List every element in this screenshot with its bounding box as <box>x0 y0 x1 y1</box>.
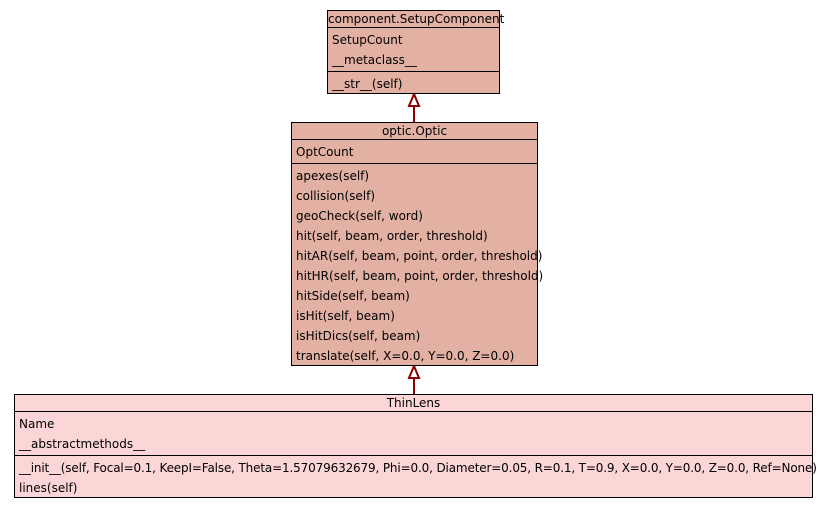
attributes-section: OptCount <box>292 140 537 164</box>
attributes-section: SetupCount __metaclass__ <box>328 28 499 72</box>
method-item: __str__(self) <box>332 77 403 91</box>
method-item: collision(self) <box>296 189 376 203</box>
attribute-item: Name <box>19 417 55 431</box>
method-item: translate(self, X=0.0, Y=0.0, Z=0.0) <box>296 349 515 363</box>
class-name: component.SetupComponent <box>328 12 505 28</box>
method-item: hit(self, beam, order, threshold) <box>296 229 488 243</box>
method-item: hitAR(self, beam, point, order, threshol… <box>296 249 543 263</box>
method-item: geoCheck(self, word) <box>296 209 423 223</box>
method-item: apexes(self) <box>296 169 370 183</box>
methods-section: apexes(self) collision(self) geoCheck(se… <box>292 164 544 367</box>
attributes-section: Name __abstractmethods__ <box>15 412 812 456</box>
method-item: isHitDics(self, beam) <box>296 329 421 343</box>
method-item: hitHR(self, beam, point, order, threshol… <box>296 269 544 283</box>
arrow-thinlens-to-optic <box>407 363 421 394</box>
class-name: ThinLens <box>15 395 812 412</box>
methods-section: __init__(self, Focal=0.1, KeepI=False, T… <box>15 456 817 499</box>
class-name: optic.Optic <box>292 123 537 140</box>
method-item: __init__(self, Focal=0.1, KeepI=False, T… <box>19 461 817 475</box>
attribute-item: OptCount <box>296 145 354 159</box>
attribute-item: SetupCount <box>332 33 403 47</box>
class-box-thinlens[interactable]: ThinLens Name __abstractmethods__ __init… <box>14 394 817 499</box>
class-box-optic[interactable]: optic.Optic OptCount apexes(self) collis… <box>291 122 544 367</box>
arrow-optic-to-setup <box>407 91 421 122</box>
method-item: isHit(self, beam) <box>296 309 395 323</box>
class-box-setupcomponent[interactable]: component.SetupComponent SetupCount __me… <box>327 10 505 95</box>
attribute-item: __abstractmethods__ <box>19 437 146 451</box>
method-item: hitSide(self, beam) <box>296 289 410 303</box>
methods-section: __str__(self) <box>328 72 499 95</box>
method-item: lines(self) <box>19 481 78 495</box>
attribute-item: __metaclass__ <box>332 53 417 67</box>
